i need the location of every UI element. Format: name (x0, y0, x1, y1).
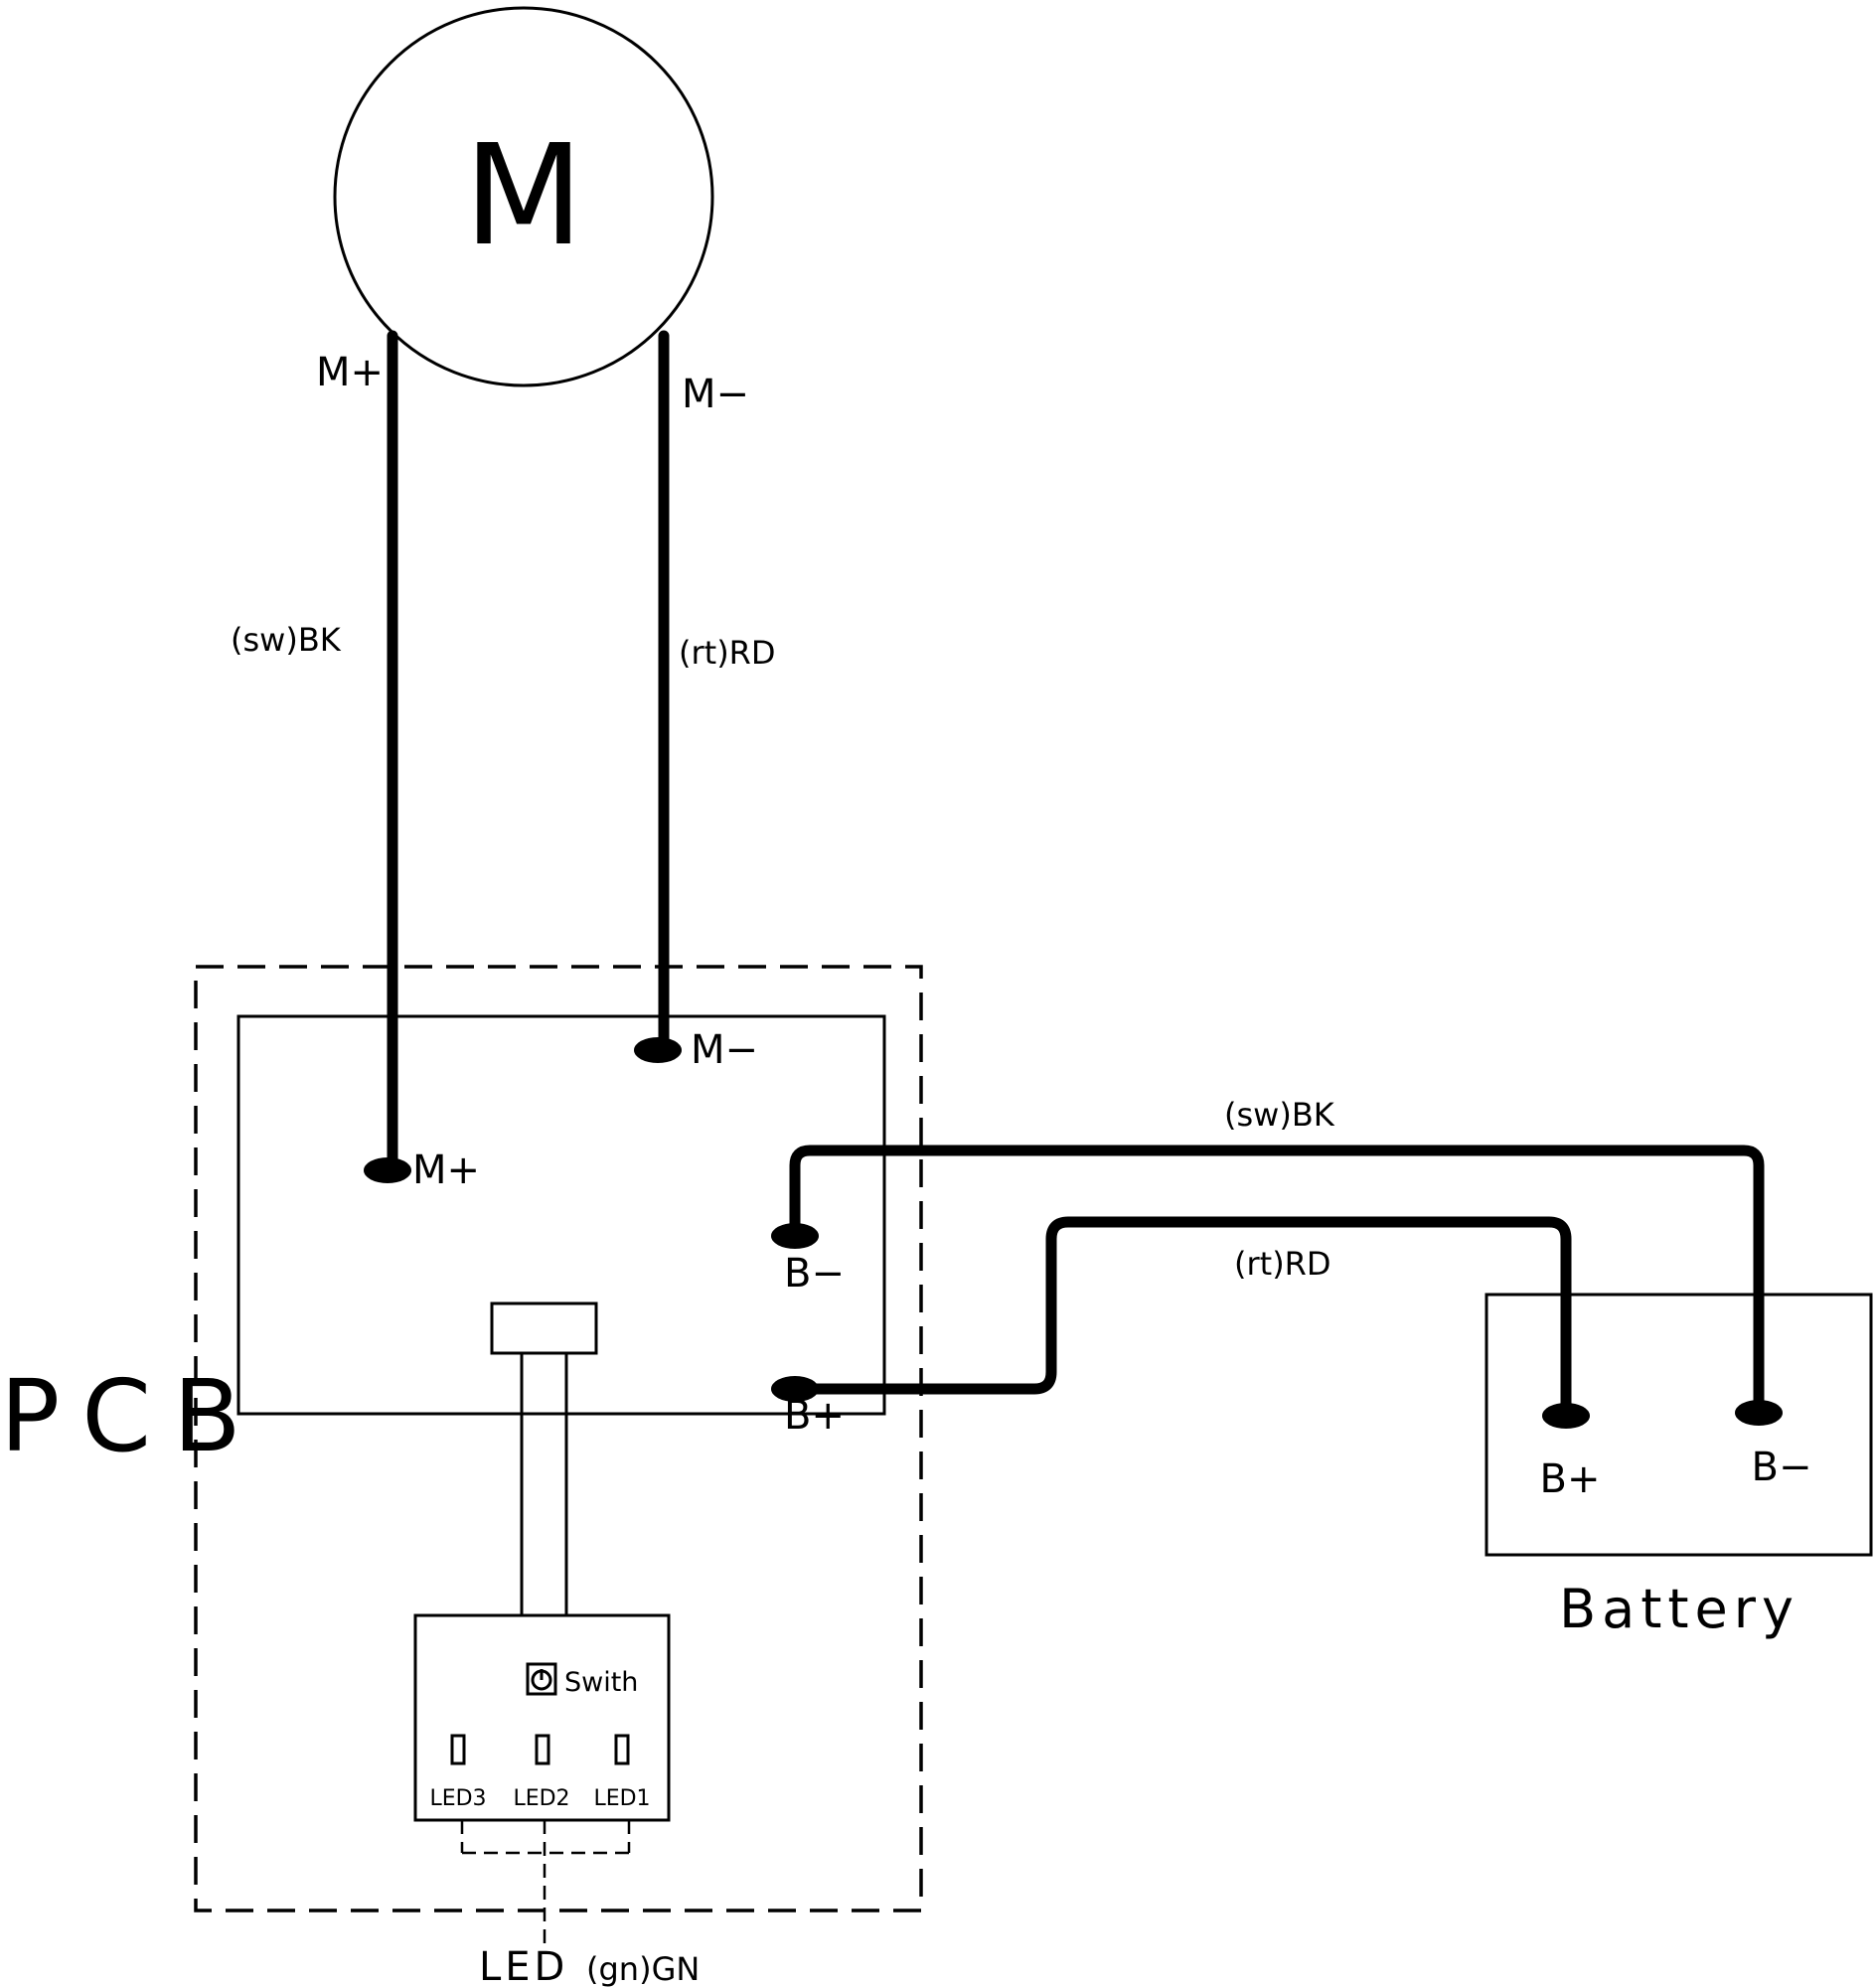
pcb-terminal-b-neg: B− (771, 1223, 845, 1297)
motor-symbol: M (464, 115, 584, 277)
led-line-color: (gn)GN (586, 1950, 700, 1987)
led-3: LED3 (429, 1734, 487, 1811)
pcb-terminal-m-pos-label: M+ (412, 1147, 480, 1193)
led-2: LED2 (513, 1734, 570, 1811)
battery-pos-wire-color: (rt)RD (1234, 1245, 1331, 1283)
pcb-terminal-m-pos: M+ (364, 1147, 480, 1193)
pcb-board (236, 1014, 886, 1416)
battery: B+ B− Battery (1485, 1293, 1873, 1640)
pcb: PCB M+ M− B− B+ Swith (0, 965, 923, 1952)
battery-terminal-neg: B− (1735, 1400, 1811, 1490)
led-line-label: LED (479, 1944, 568, 1987)
battery-label: Battery (1559, 1578, 1799, 1640)
led-1: LED1 (593, 1734, 651, 1811)
motor-neg-terminal-label: M− (682, 372, 749, 417)
motor-circle (333, 6, 714, 387)
pcb-terminal-m-neg-label: M− (691, 1027, 758, 1073)
control-panel-box (413, 1613, 671, 1822)
motor-pos-wire-color: (sw)BK (231, 621, 342, 659)
pcb-terminal-b-pos-label: B+ (784, 1393, 845, 1439)
pcb-terminal-m-neg: M− (634, 1027, 758, 1073)
control-panel: Swith LED3 LED2 LED1 (413, 1613, 671, 1822)
battery-neg-wire-color: (sw)BK (1224, 1096, 1335, 1134)
motor: M M+ M− (316, 6, 749, 417)
led-2-label: LED2 (513, 1786, 569, 1811)
battery-pos-wire (789, 1216, 1572, 1419)
battery-terminal-neg-label: B− (1752, 1445, 1812, 1490)
led-1-label: LED1 (593, 1786, 650, 1811)
led-3-label: LED3 (429, 1786, 486, 1811)
pcb-terminal-b-neg-label: B− (784, 1251, 845, 1297)
pcb-enclosure (194, 965, 923, 1912)
battery-terminal-pos: B+ (1540, 1403, 1601, 1502)
pcb-label: PCB (0, 1358, 263, 1474)
battery-terminal-pos-label: B+ (1540, 1456, 1601, 1502)
motor-neg-wire-color: (rt)RD (679, 634, 776, 672)
led-signal-lines (460, 1820, 631, 1952)
motor-pos-terminal-label: M+ (316, 350, 384, 395)
battery-neg-wire (789, 1145, 1765, 1419)
power-switch: Swith (526, 1662, 638, 1698)
pcb-connector (490, 1301, 598, 1355)
power-switch-label: Swith (564, 1667, 638, 1698)
battery-box (1485, 1293, 1873, 1557)
